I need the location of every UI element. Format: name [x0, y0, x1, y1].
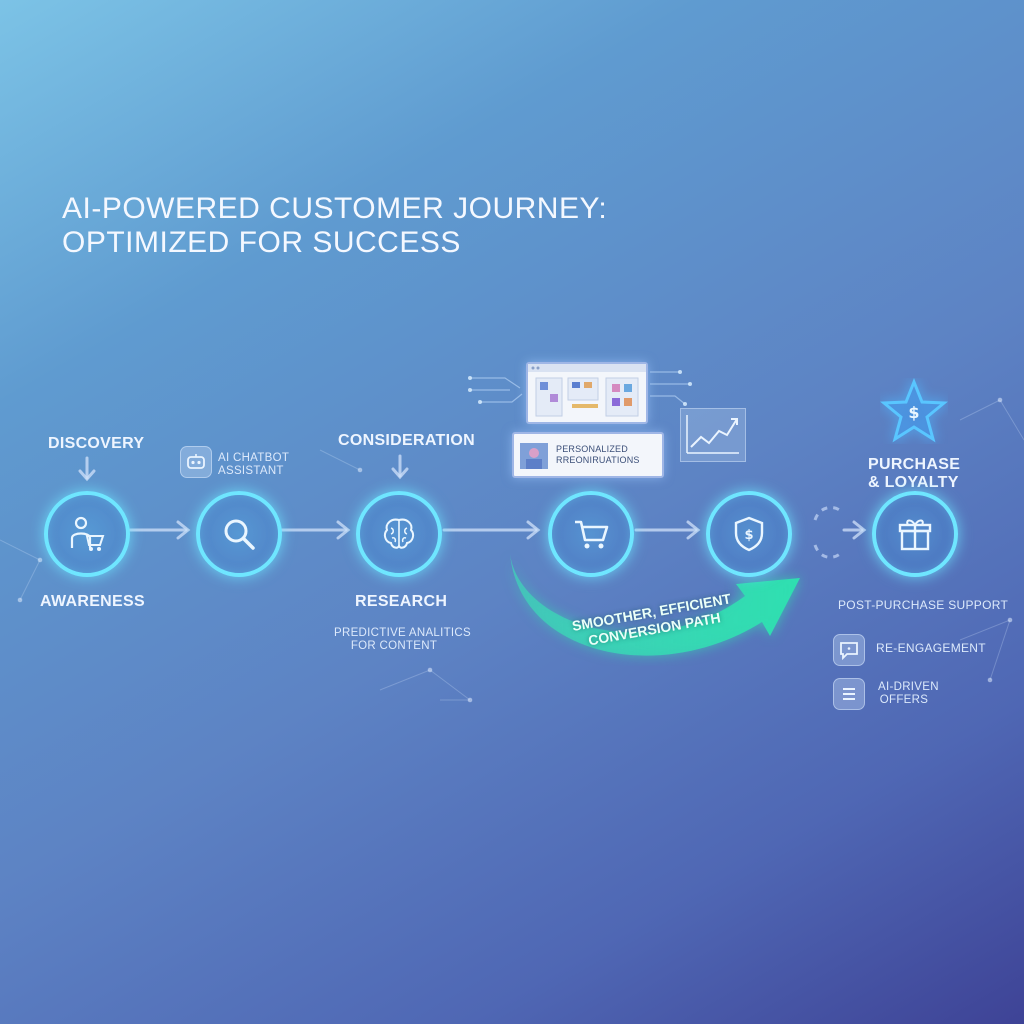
- title-line-1: AI-POWERED CUSTOMER JOURNEY:: [62, 192, 608, 225]
- magnifier-icon: [224, 519, 255, 550]
- robot-icon: [187, 454, 205, 469]
- stage-label-purchase-loyalty: PURCHASE & LOYALTY: [868, 456, 961, 492]
- star-dollar-icon: $: [880, 378, 948, 443]
- personalized-card: PERSONALIZED RREONIRUATIONS: [512, 432, 664, 478]
- gift-icon: [898, 519, 932, 551]
- chatbot-badge: [180, 446, 212, 478]
- stage-label-research: RESEARCH: [355, 593, 448, 610]
- person-cart-icon: [70, 516, 105, 551]
- dashboard-preview-icon: [528, 364, 646, 417]
- node-purchase-loyalty: [872, 491, 958, 577]
- title-line-2: OPTIMIZED FOR SUCCESS: [62, 226, 461, 259]
- stage-label-discovery: DISCOVERY: [48, 435, 145, 452]
- chatbot-line-2: ASSISTANT: [218, 465, 284, 477]
- reengagement-badge: [833, 634, 865, 666]
- chat-bubble-icon: [840, 642, 858, 661]
- stage-label-awareness: AWARENESS: [40, 593, 145, 610]
- stage-label-consideration: CONSIDERATION: [338, 432, 475, 449]
- shopping-cart-icon: [575, 520, 609, 549]
- growth-chart-icon: [686, 415, 739, 454]
- offers-label: AI-DRIVEN OFFERS: [878, 681, 939, 707]
- purchase-line-1: PURCHASE: [868, 456, 961, 473]
- predictive-line-2: FOR CONTENT: [350, 640, 438, 652]
- product-thumbnail-icon: [520, 443, 548, 469]
- chatbot-callout: AI CHATBOT ASSISTANT: [218, 452, 289, 478]
- offers-badge: [833, 678, 865, 710]
- svg-text:$: $: [908, 403, 919, 422]
- conversion-path-arrow: [510, 554, 800, 656]
- list-icon: [843, 688, 855, 700]
- personalized-text: PERSONALIZED RREONIRUATIONS: [556, 444, 640, 466]
- personalized-line-2: RREONIRUATIONS: [556, 455, 640, 465]
- page-title: AI-POWERED CUSTOMER JOURNEY: OPTIMIZED F…: [62, 192, 607, 260]
- dashboard-card: [526, 362, 648, 424]
- node-secure-payment: $: [706, 491, 792, 577]
- node-awareness: [44, 491, 130, 577]
- chatbot-line-1: AI CHATBOT: [218, 452, 290, 464]
- reengagement-label: RE-ENGAGEMENT: [876, 641, 986, 655]
- offers-line-2: OFFERS: [879, 694, 929, 706]
- predictive-callout: PREDICTIVE ANALITICS FOR CONTENT: [334, 627, 472, 653]
- node-cart: [548, 491, 634, 577]
- purchase-line-2: & LOYALTY: [868, 474, 959, 491]
- node-chatbot: [196, 491, 282, 577]
- node-research: [356, 491, 442, 577]
- growth-chart-card: [680, 408, 746, 462]
- post-purchase-label: POST-PURCHASE SUPPORT: [838, 598, 1009, 612]
- shield-dollar-icon: $: [734, 516, 764, 552]
- offers-line-1: AI-DRIVEN: [878, 681, 939, 693]
- svg-text:$: $: [744, 528, 753, 543]
- predictive-line-1: PREDICTIVE ANALITICS: [334, 627, 472, 639]
- brain-icon: [383, 518, 415, 549]
- personalized-line-1: PERSONALIZED: [556, 444, 628, 454]
